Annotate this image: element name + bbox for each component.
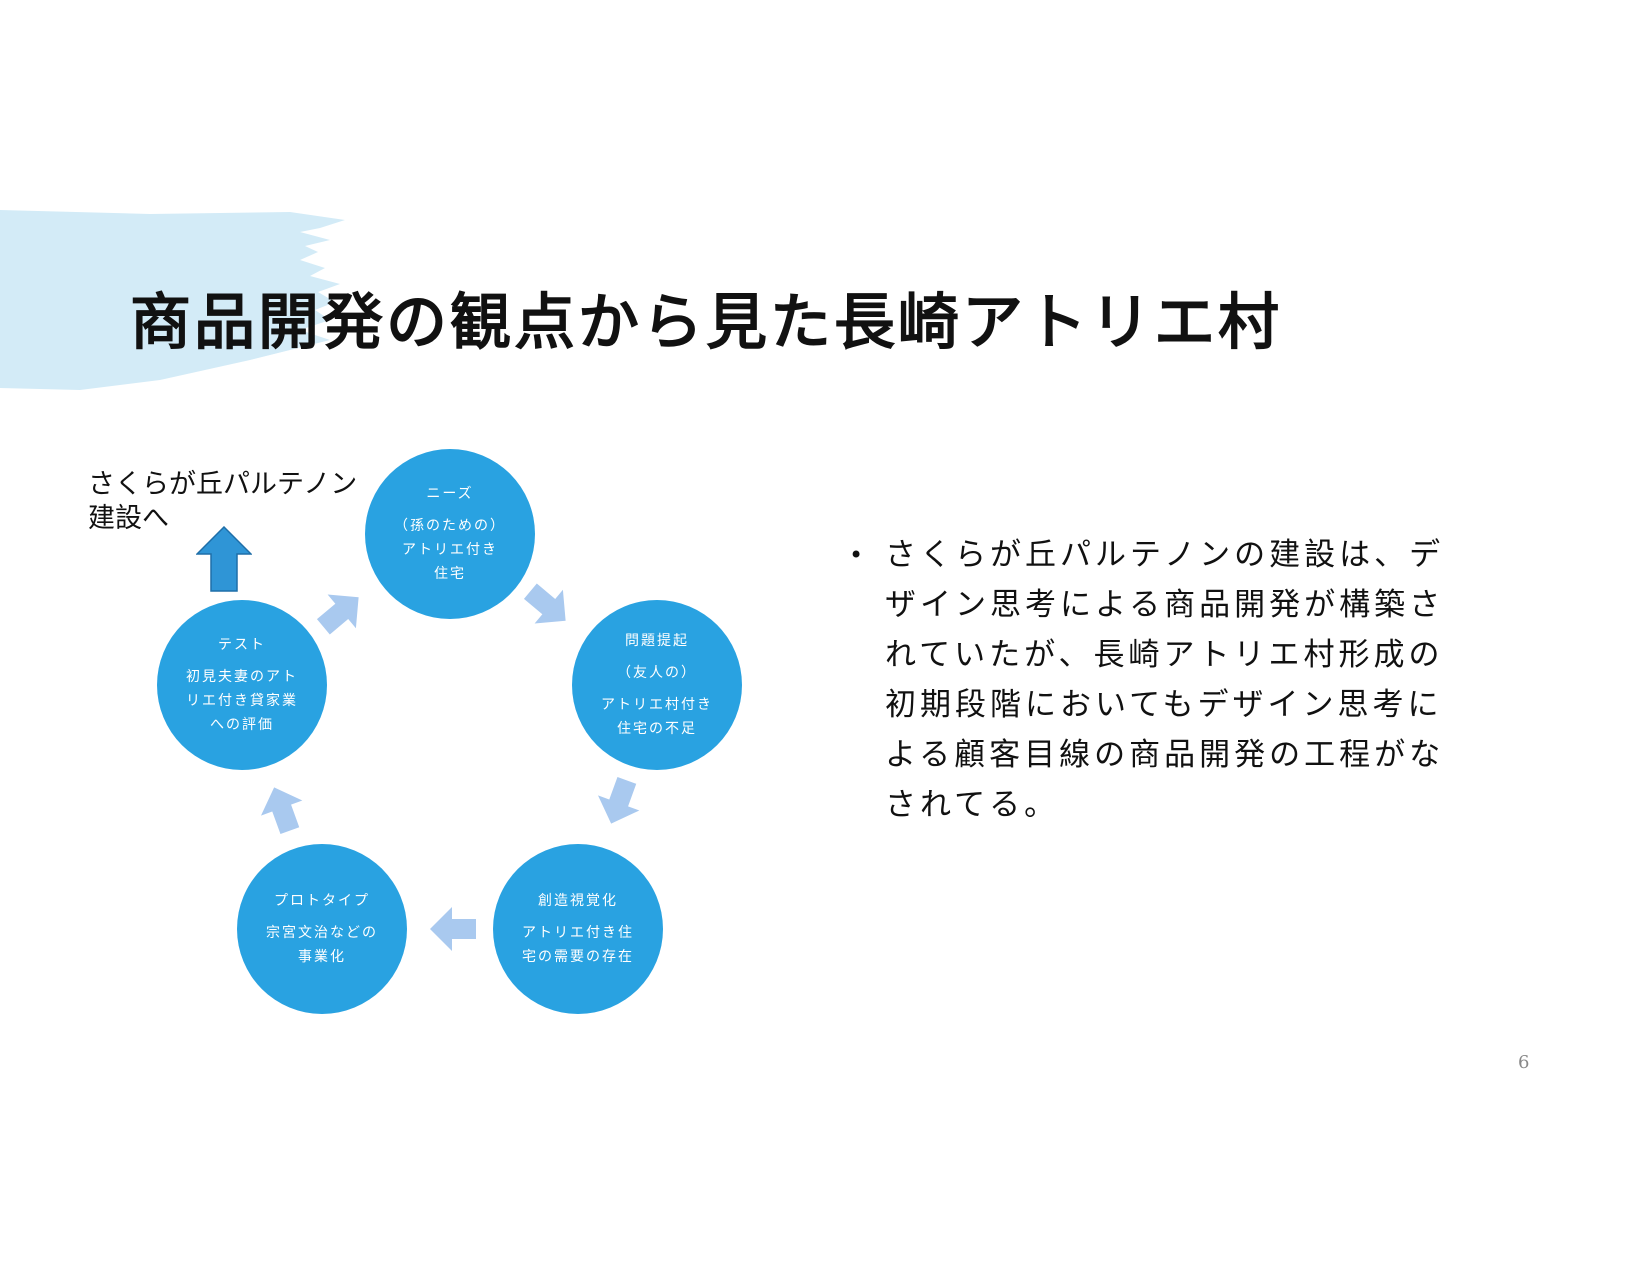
outcome-label: さくらが丘パルテノン 建設へ [88,468,357,536]
cycle-step-problem: 問題提起 （友人の） アトリエ村付き住宅の不足 [572,600,742,770]
bullet-line: 初期段階においてもデザイン思考に [885,687,1443,723]
step-heading: テスト [218,637,266,653]
cycle-arrow-icon [523,583,566,624]
bullet-line: さくらが丘パルテノンの建設は、デ [885,537,1445,573]
cycle-arrow-icon [316,594,359,635]
cycle-step-test: テスト 初見夫妻のアトリエ付き貸家業への評価 [157,600,327,770]
outcome-label-line: さくらが丘パルテノン [88,469,358,500]
step-text: （友人の） [617,665,697,681]
bullet-line: ザイン思考による商品開発が構築さ [885,587,1445,623]
step-text: アトリエ付き住宅 [402,542,498,582]
cycle-arrow-icon [597,776,640,824]
brush-stroke-decoration [0,210,345,390]
bullet-icon: • [849,541,868,569]
step-heading: 問題提起 [625,633,689,649]
step-text: （孫のための） [394,518,506,534]
step-heading: ニーズ [426,486,474,502]
step-text: 宗宮文治などの事業化 [266,925,378,965]
cycle-step-visualization: 創造視覚化 アトリエ付き住宅の需要の存在 [493,844,663,1014]
cycle-arrow-icon [260,787,303,835]
step-text: 初見夫妻のアトリエ付き貸家業への評価 [186,669,298,733]
slide-title: 商品開発の観点から見た長崎アトリエ村 [130,287,1283,358]
bullet-line: よる顧客目線の商品開発の工程がな [885,737,1445,773]
up-arrow-icon [196,526,252,592]
step-text: アトリエ村付き住宅の不足 [601,697,713,737]
step-text: アトリエ付き住宅の需要の存在 [522,925,634,965]
step-heading: 創造視覚化 [538,893,618,909]
bullet-line: されてる。 [885,787,1060,823]
cycle-step-needs: ニーズ （孫のための） アトリエ付き住宅 [365,449,535,619]
bullet-line: れていたが、長崎アトリエ村形成の [885,637,1444,673]
outcome-label-line: 建設へ [88,503,169,534]
cycle-step-prototype: プロトタイプ 宗宮文治などの事業化 [237,844,407,1014]
cycle-arrow-icon [430,907,476,951]
page-number: 6 [1518,1052,1530,1073]
step-heading: プロトタイプ [274,893,370,909]
bullet-paragraph: • さくらが丘パルテノンの建設は、デ ザイン思考による商品開発が構築さ れていた… [849,530,1445,830]
